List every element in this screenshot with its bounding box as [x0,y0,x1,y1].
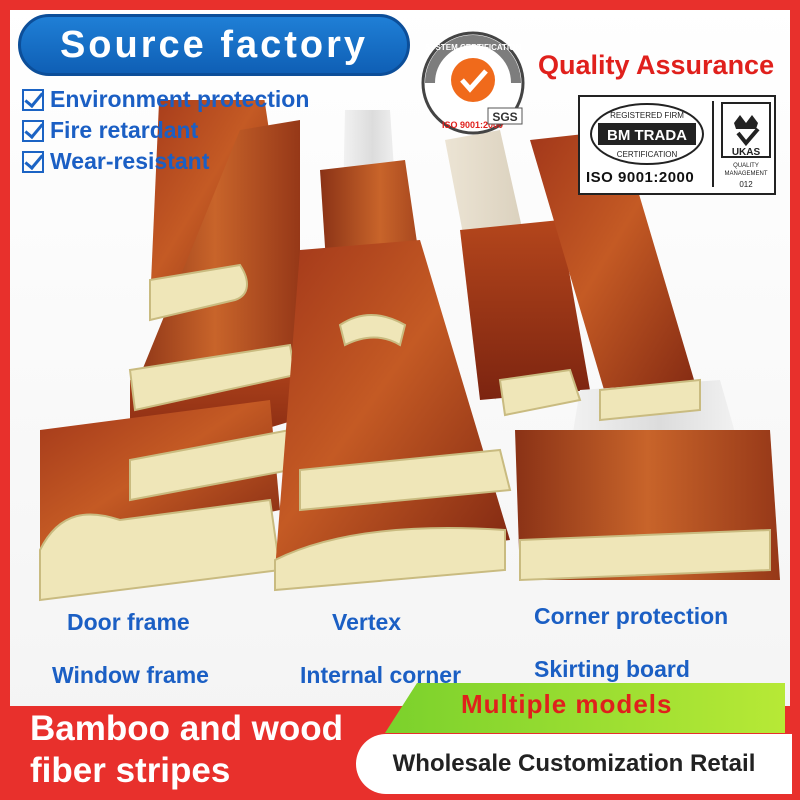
sgs-ring-text: SYSTEM CERTIFICATION [425,43,522,52]
frame-top [0,0,800,10]
product-name-line-1: Bamboo and wood [30,709,344,748]
label-skirting-board: Skirting board [534,656,690,682]
checkbox-icon [22,150,44,173]
profile-end-4 [39,498,282,602]
bm-registered-firm: REGISTERED FIRM [610,111,684,120]
bm-trada-logo: REGISTERED FIRM BM TRADA CERTIFICATION [590,103,704,165]
product-name-line-2: fiber stripes [30,751,231,790]
frame-right [790,0,800,800]
certification-box: REGISTERED FIRM BM TRADA CERTIFICATION I… [578,95,776,195]
feature-label: Wear-resistant [50,148,210,174]
skirting-profile-2 [519,528,771,582]
label-vertex: Vertex [332,609,402,635]
wholesale-banner: Wholesale Customization Retail [356,734,792,794]
skirting-wood-strip [530,130,700,410]
sgs-logo-text: SGS [492,110,517,124]
corner-profile [498,368,582,417]
sgs-iso-text: ISO 9001:2000 [442,120,503,130]
frame-left [0,0,10,800]
source-factory-title: Source factory [59,23,369,66]
iso-standard-text: ISO 9001:2000 [586,169,695,186]
green-banner [385,683,785,733]
feature-label: Environment protection [50,86,310,112]
product-name: Bamboo and wood fiber stripes [30,708,343,792]
checkbox-icon [22,119,44,142]
label-corner-protection: Corner protection [534,603,729,629]
ukas-name: UKAS [732,147,761,158]
large-center-profile [274,527,506,592]
skirting-profile-1 [599,378,701,422]
label-door-frame: Door frame [67,609,190,635]
source-factory-badge: Source factory [18,14,410,76]
feature-list: Environment protection Fire retardant We… [22,84,309,177]
multiple-models-text: Multiple models [461,689,673,719]
sgs-certification-seal: SYSTEM CERTIFICATION ISO 9001:2000 SGS [421,31,525,135]
door-frame-strip-2 [130,120,300,400]
ukas-management: MANAGEMENT [724,171,767,177]
profile-strips-illustration [39,100,780,602]
ukas-logo: UKAS QUALITY MANAGEMENT 012 [721,102,771,189]
bm-certification: CERTIFICATION [617,150,678,159]
wholesale-text: Wholesale Customization Retail [392,750,756,777]
feature-item: Wear-resistant [22,146,309,177]
profile-end-1 [149,263,248,322]
label-window-frame: Window frame [52,662,209,688]
checkbox-icon [22,88,44,111]
feature-item: Environment protection [22,84,309,115]
ukas-quality: QUALITY [733,163,759,169]
vertex-profile [338,314,407,347]
feature-item: Fire retardant [22,115,309,146]
quality-assurance-text: Quality Assurance [538,50,775,80]
bm-trada-name: BM TRADA [607,127,687,144]
cert-divider [712,101,714,187]
internal-corner-profile [299,448,512,512]
ukas-number: 012 [739,180,753,189]
feature-label: Fire retardant [50,117,199,143]
corner-protection-wood [460,220,590,400]
